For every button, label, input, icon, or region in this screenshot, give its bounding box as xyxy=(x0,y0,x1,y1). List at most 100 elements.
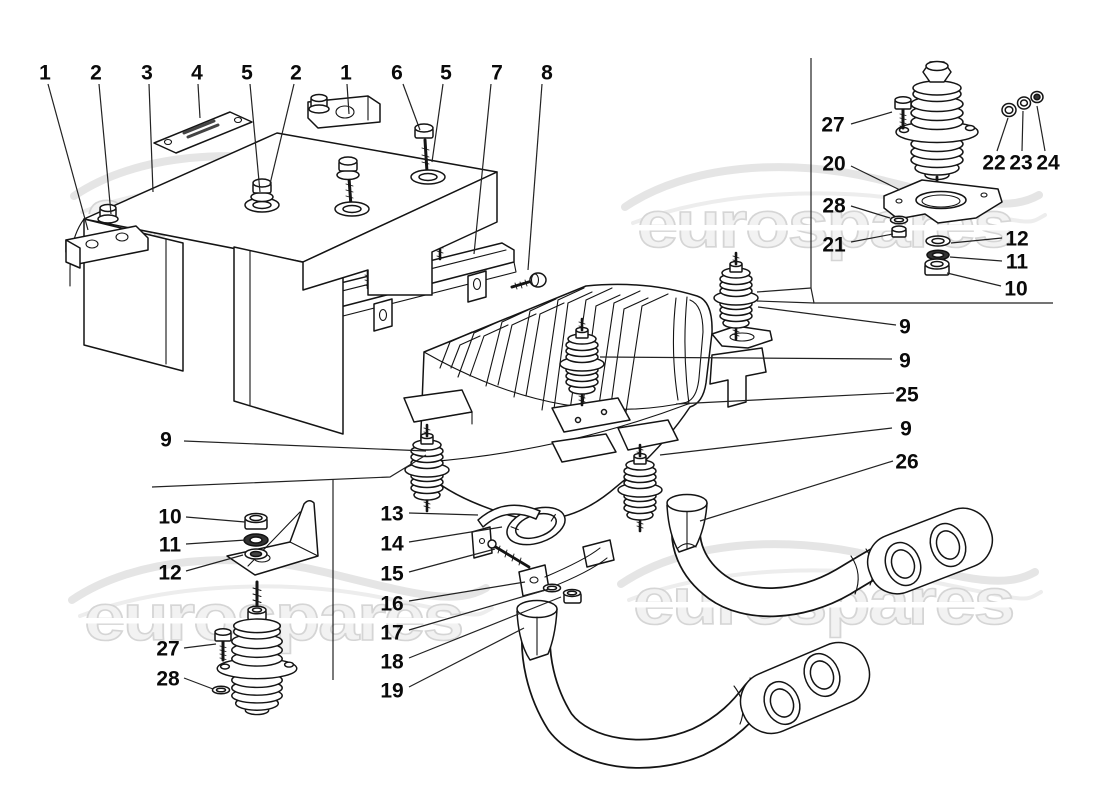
callout-number: 21 xyxy=(822,234,846,257)
callout-number: 19 xyxy=(380,680,403,703)
upper-heat-shield xyxy=(65,93,498,435)
clamp-assembly xyxy=(471,504,608,604)
washer-28-left xyxy=(211,685,231,695)
lock-washer-11-left xyxy=(243,533,269,547)
washer-12-left xyxy=(244,548,268,560)
nut-21 xyxy=(891,225,907,238)
callout-leader xyxy=(408,627,525,688)
gasket-ring-13 xyxy=(506,506,566,546)
muffler-ribs xyxy=(439,287,690,413)
callout-leader xyxy=(98,83,112,215)
mount-plate-20 xyxy=(883,179,1003,224)
watermark-slice xyxy=(633,225,1018,231)
callout-leader xyxy=(599,356,893,360)
detail-link-line xyxy=(810,58,1053,304)
callout-number: 28 xyxy=(822,195,846,218)
muffler xyxy=(403,251,773,568)
callout-leader xyxy=(1036,105,1046,152)
detail-link-line xyxy=(756,300,815,304)
callout-number: 10 xyxy=(1004,278,1027,301)
callout-number: 5 xyxy=(241,62,253,85)
callout-number: 25 xyxy=(895,384,919,407)
bolt-stack-right xyxy=(410,123,446,185)
callout-number: 28 xyxy=(156,668,180,691)
clamp-stud-15 xyxy=(487,539,531,569)
detail-link-lines xyxy=(151,58,1053,680)
callout-leader xyxy=(527,83,543,271)
callout-number: 1 xyxy=(340,62,352,85)
callout-leader xyxy=(946,272,1002,287)
callout-leader xyxy=(757,306,897,326)
callout-number: 9 xyxy=(160,429,172,452)
detail-link-line xyxy=(756,287,812,293)
callout-leader xyxy=(269,83,295,185)
callout-leader xyxy=(850,205,891,219)
callout-number: 5 xyxy=(440,62,452,85)
callout-number: 9 xyxy=(900,418,912,441)
callout-leader xyxy=(185,539,247,545)
callout-leader xyxy=(699,460,894,522)
detail-link-line xyxy=(151,454,427,488)
screw-8 xyxy=(510,272,547,290)
callout-number: 14 xyxy=(380,533,404,556)
nut-10-left xyxy=(244,512,268,530)
callout-number: 6 xyxy=(391,62,403,85)
callout-leader xyxy=(950,237,1003,244)
clamp-half-14 xyxy=(471,504,541,559)
tailpipe-upper-26 xyxy=(666,493,994,618)
callout-number: 23 xyxy=(1009,152,1032,175)
spring-damper-right xyxy=(895,80,979,181)
callout-number: 12 xyxy=(158,562,181,585)
callout-number: 11 xyxy=(1006,251,1029,274)
watermark-swoosh xyxy=(78,584,494,618)
callout-number: 2 xyxy=(90,62,102,85)
watermark-swoosh xyxy=(621,163,1043,211)
nut-18 xyxy=(562,588,582,604)
callout-leader xyxy=(675,392,895,405)
callout-leader xyxy=(148,83,154,193)
id-plate-4 xyxy=(153,111,253,154)
callout-number: 2 xyxy=(290,62,302,85)
bolt-27-right xyxy=(893,95,913,130)
callout-number: 26 xyxy=(895,451,918,474)
callout-number: 27 xyxy=(821,114,844,137)
callout-leader xyxy=(850,165,901,191)
callout-leader xyxy=(346,83,350,115)
callout-leader xyxy=(473,83,492,255)
callout-leader xyxy=(197,83,201,119)
callout-number: 4 xyxy=(191,62,203,85)
callout-number: 1 xyxy=(39,62,51,85)
callout-leader xyxy=(659,427,893,456)
quad-tip-lower xyxy=(739,641,871,735)
callout-leader xyxy=(185,516,246,523)
bracket-1-top xyxy=(307,93,381,129)
callout-number: 12 xyxy=(1005,228,1028,251)
callout-number: 24 xyxy=(1036,152,1060,175)
callout-leader xyxy=(408,588,550,631)
callout-leader xyxy=(408,512,479,516)
callout-number: 10 xyxy=(158,506,181,529)
callout-leader xyxy=(183,677,214,690)
callout-number: 17 xyxy=(380,622,403,645)
callout-leader xyxy=(949,256,1003,262)
mount-bracket-right xyxy=(709,325,773,408)
callout-leader xyxy=(185,554,244,572)
muffler-outlet-boss xyxy=(582,539,615,568)
callout-number: 9 xyxy=(899,316,911,339)
callout-number: 20 xyxy=(822,153,845,176)
lock-washer-11-right xyxy=(926,249,950,261)
callout-leader xyxy=(408,596,562,659)
callout-leader xyxy=(850,233,894,243)
callout-leader xyxy=(183,440,427,452)
mount-bracket-bottom xyxy=(617,419,679,451)
callout-number: 8 xyxy=(541,62,553,85)
callout-leader xyxy=(431,83,444,163)
callout-leader xyxy=(408,526,503,543)
callout-number: 16 xyxy=(380,593,403,616)
nut-on-stud xyxy=(247,605,267,621)
callout-number: 3 xyxy=(141,62,153,85)
callout-leader xyxy=(408,581,526,602)
bolt-stack-left xyxy=(244,178,280,213)
